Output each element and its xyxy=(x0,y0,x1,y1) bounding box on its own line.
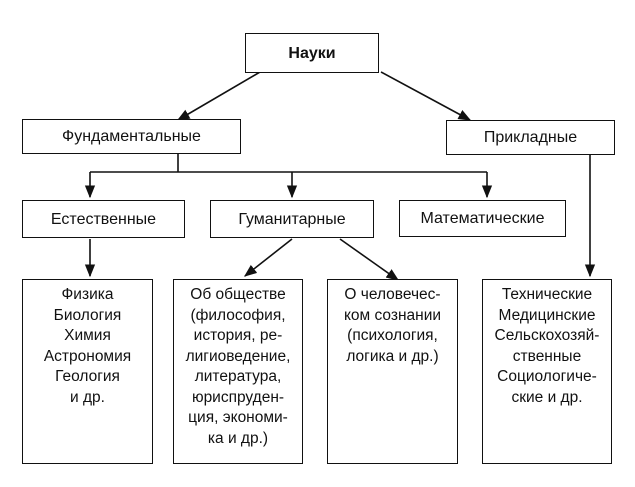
applied-science-item: Медицинские xyxy=(498,306,596,324)
applied-science-item: Технические xyxy=(501,286,593,303)
society-text-line: литература, xyxy=(194,368,282,385)
node-natural-label: Естественные xyxy=(50,210,157,228)
applied-science-item: Сельскохозяй- xyxy=(494,327,600,344)
society-text-line: юриспруден- xyxy=(191,388,285,406)
node-sciences: Науки xyxy=(245,33,379,73)
natural-science-item: и др. xyxy=(70,388,105,406)
bus-fundamental xyxy=(90,153,487,173)
node-mathematical: Математические xyxy=(399,200,566,237)
node-natural-sciences-list: Физика Биология Химия Астрономия Геологи… xyxy=(22,279,153,464)
natural-science-item: Геология xyxy=(55,368,120,385)
node-natural: Естественные xyxy=(22,200,185,238)
node-mathematical-label: Математические xyxy=(420,210,545,227)
natural-science-item: Биология xyxy=(53,306,122,324)
node-applied: Прикладные xyxy=(446,120,615,155)
natural-science-item: Химия xyxy=(64,327,111,344)
node-fundamental: Фундаментальные xyxy=(22,119,241,154)
node-about-society: Об обществе (философия, история, ре- лиг… xyxy=(173,279,303,464)
society-text-line: история, ре- xyxy=(193,327,283,344)
natural-science-item: Физика xyxy=(61,286,114,303)
arrow-humanitarian-to-consciousness xyxy=(339,238,400,281)
node-fundamental-label: Фундаментальные xyxy=(62,128,201,145)
consciousness-text-line: ком сознании xyxy=(343,306,442,324)
society-text-line: ка и др.) xyxy=(207,429,269,447)
consciousness-text-line: О человечес- xyxy=(344,286,441,303)
society-text-line: ция, экономи- xyxy=(188,409,288,426)
consciousness-text-line: (психология, xyxy=(347,327,438,344)
applied-science-item: ские и др. xyxy=(511,388,583,406)
arrow-humanitarian-to-society xyxy=(243,238,293,277)
arrow-root-to-applied xyxy=(380,71,472,121)
consciousness-text-line: логика и др.) xyxy=(346,347,439,365)
society-text-line: лигиоведение, xyxy=(185,347,291,365)
node-humanitarian-label: Гуманитарные xyxy=(238,210,346,228)
node-applied-label: Прикладные xyxy=(483,129,578,146)
arrow-root-to-fundamental xyxy=(176,71,261,121)
node-applied-sciences-list: Технические Медицинские Сельскохозяй- ст… xyxy=(482,279,612,464)
applied-science-item: ственные xyxy=(512,347,582,365)
society-text-line: (философия, xyxy=(190,306,286,324)
node-about-consciousness: О человечес- ком сознании (психология, л… xyxy=(327,279,458,464)
node-sciences-label: Науки xyxy=(288,44,336,62)
natural-science-item: Астрономия xyxy=(43,347,132,365)
applied-science-item: Социологиче- xyxy=(497,368,597,385)
node-humanitarian: Гуманитарные xyxy=(210,200,374,238)
society-text-line: Об обществе xyxy=(190,286,286,303)
